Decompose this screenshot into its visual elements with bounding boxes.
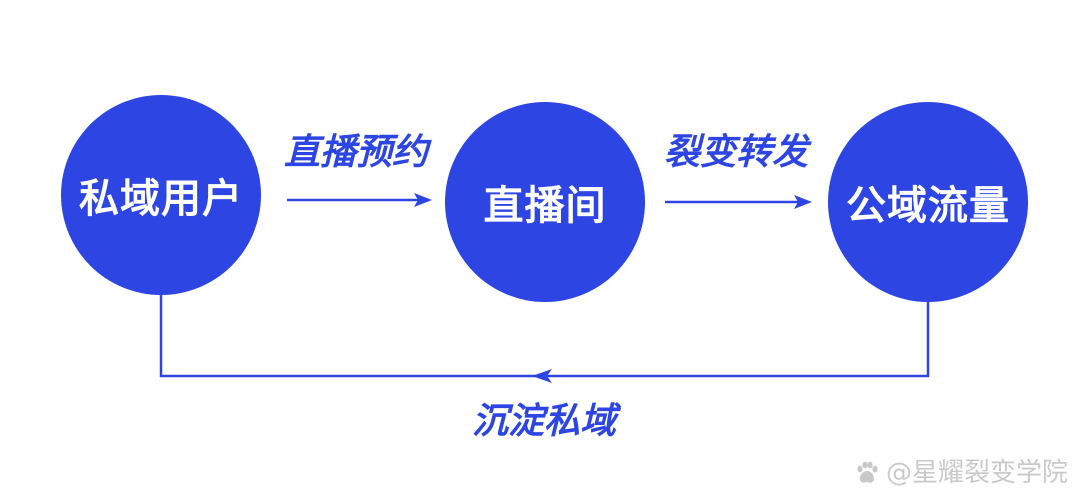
watermark: @星耀裂变学院 xyxy=(854,460,1068,486)
edge-label-sharing: 裂变转发 xyxy=(664,132,809,173)
node-label-private-users: 私域用户 xyxy=(79,176,243,222)
node-label-live-room: 直播间 xyxy=(483,183,607,229)
arrowhead-private-to-live xyxy=(414,193,432,207)
edge-label-retention: 沉淀私域 xyxy=(472,401,617,442)
arrowhead-return xyxy=(532,369,552,383)
watermark-text: @星耀裂变学院 xyxy=(885,458,1068,488)
arrowhead-live-to-public xyxy=(794,195,812,209)
node-live-room: 直播间 xyxy=(445,102,645,302)
node-label-public-traffic: 公域流量 xyxy=(846,183,1010,229)
return-path xyxy=(159,294,930,378)
node-private-users: 私域用户 xyxy=(61,95,261,295)
edge-label-booking: 直播预约 xyxy=(284,132,429,173)
baidu-paw-icon xyxy=(857,461,878,483)
node-public-traffic: 公域流量 xyxy=(828,102,1028,302)
